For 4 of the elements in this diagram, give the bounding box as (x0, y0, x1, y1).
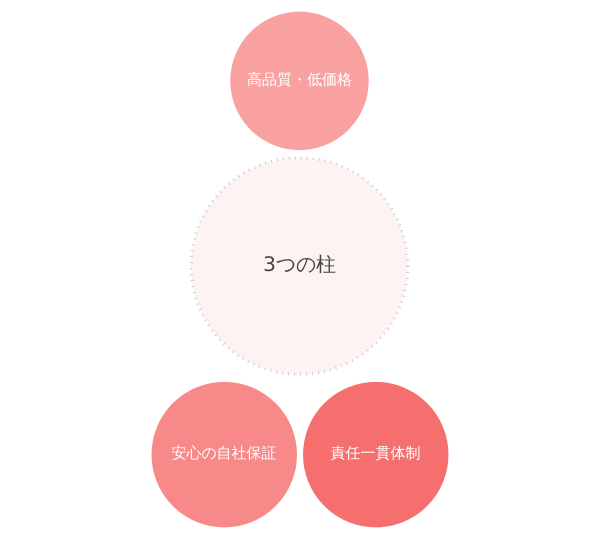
node-circle: 責任一貫体制 (303, 382, 448, 528)
node-circle: 3つの柱 (190, 156, 410, 376)
node-circle: 安心の自社保証 (152, 382, 297, 528)
node-circle: 高品質・低価格 (230, 12, 369, 150)
